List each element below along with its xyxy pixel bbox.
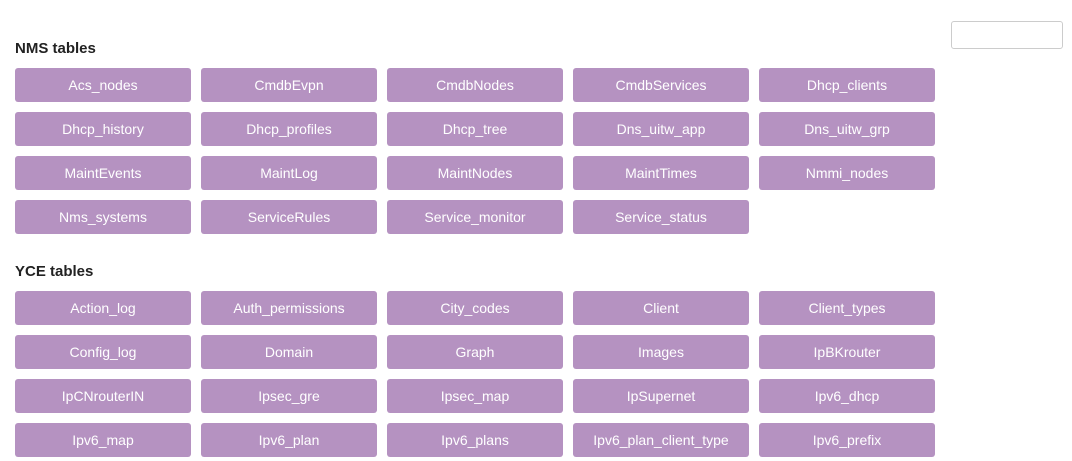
table-button-cmdbnodes[interactable]: CmdbNodes: [387, 68, 563, 102]
table-button-action-log[interactable]: Action_log: [15, 291, 191, 325]
table-button-ipv6-dhcp[interactable]: Ipv6_dhcp: [759, 379, 935, 413]
table-button-dhcp-tree[interactable]: Dhcp_tree: [387, 112, 563, 146]
table-button-ipv6-plan-client-type[interactable]: Ipv6_plan_client_type: [573, 423, 749, 457]
table-button-dhcp-profiles[interactable]: Dhcp_profiles: [201, 112, 377, 146]
table-button-ipv6-prefix[interactable]: Ipv6_prefix: [759, 423, 935, 457]
table-button-domain[interactable]: Domain: [201, 335, 377, 369]
section-title-nms: NMS tables: [15, 40, 96, 57]
table-button-ipv6-plan[interactable]: Ipv6_plan: [201, 423, 377, 457]
table-button-nmmi-nodes[interactable]: Nmmi_nodes: [759, 156, 935, 190]
table-button-maintevents[interactable]: MaintEvents: [15, 156, 191, 190]
table-button-maintlog[interactable]: MaintLog: [201, 156, 377, 190]
table-button-client-types[interactable]: Client_types: [759, 291, 935, 325]
table-button-mainttimes[interactable]: MaintTimes: [573, 156, 749, 190]
table-button-dns-uitw-app[interactable]: Dns_uitw_app: [573, 112, 749, 146]
table-button-ipcnrouterin[interactable]: IpCNrouterIN: [15, 379, 191, 413]
table-button-dns-uitw-grp[interactable]: Dns_uitw_grp: [759, 112, 935, 146]
table-button-ipbkrouter[interactable]: IpBKrouter: [759, 335, 935, 369]
table-button-client[interactable]: Client: [573, 291, 749, 325]
table-button-ipv6-map[interactable]: Ipv6_map: [15, 423, 191, 457]
table-button-servicerules[interactable]: ServiceRules: [201, 200, 377, 234]
table-button-service-status[interactable]: Service_status: [573, 200, 749, 234]
section-title-yce: YCE tables: [15, 263, 94, 280]
search-input[interactable]: [951, 21, 1063, 49]
table-button-ipsec-map[interactable]: Ipsec_map: [387, 379, 563, 413]
table-button-graph[interactable]: Graph: [387, 335, 563, 369]
table-button-auth-permissions[interactable]: Auth_permissions: [201, 291, 377, 325]
table-button-city-codes[interactable]: City_codes: [387, 291, 563, 325]
yce-tables-section: YCE tables Action_log Auth_permissions Cit…: [15, 263, 945, 457]
nms-tables-section: NMS tables Acs_nodes CmdbEvpn CmdbNodes Cmd…: [15, 40, 945, 234]
table-button-ipsupernet[interactable]: IpSupernet: [573, 379, 749, 413]
yce-tables-grid: Action_log Auth_permissions City_codes Clie…: [15, 291, 945, 457]
table-button-nms-systems[interactable]: Nms_systems: [15, 200, 191, 234]
table-button-cmdbservices[interactable]: CmdbServices: [573, 68, 749, 102]
table-button-dhcp-clients[interactable]: Dhcp_clients: [759, 68, 935, 102]
table-button-maintnodes[interactable]: MaintNodes: [387, 156, 563, 190]
table-button-dhcp-history[interactable]: Dhcp_history: [15, 112, 191, 146]
table-button-ipsec-gre[interactable]: Ipsec_gre: [201, 379, 377, 413]
table-button-service-monitor[interactable]: Service_monitor: [387, 200, 563, 234]
table-button-cmdbevpn[interactable]: CmdbEvpn: [201, 68, 377, 102]
table-button-config-log[interactable]: Config_log: [15, 335, 191, 369]
table-button-images[interactable]: Images: [573, 335, 749, 369]
table-button-ipv6-plans[interactable]: Ipv6_plans: [387, 423, 563, 457]
table-button-acs-nodes[interactable]: Acs_nodes: [15, 68, 191, 102]
